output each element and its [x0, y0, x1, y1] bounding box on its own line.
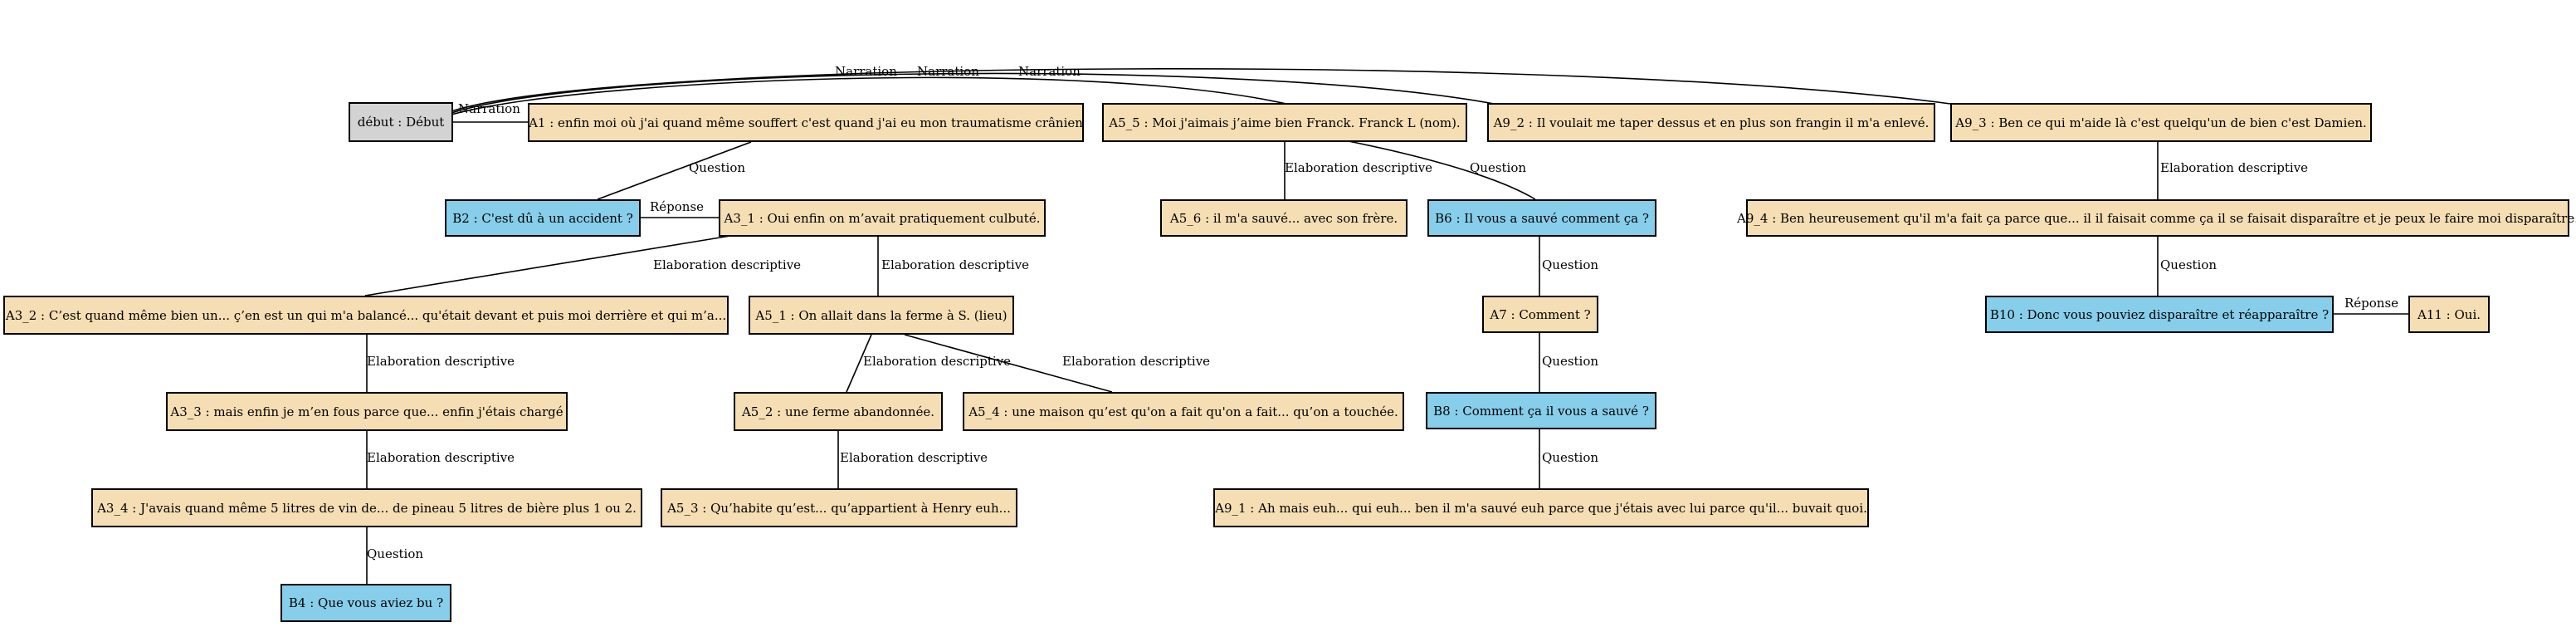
node-A3_3: A3_3 : mais enfin je m’en fous parce que… [166, 392, 568, 431]
node-A5_6: A5_6 : il m'a sauvé... avec son frère. [1160, 199, 1408, 237]
node-A5_5: A5_5 : Moi j'aimais j’aime bien Franck. … [1102, 103, 1467, 142]
node-B6: B6 : Il vous a sauvé comment ça ? [1427, 199, 1656, 237]
edge-A1-B2 [597, 141, 752, 200]
node-A9_4: A9_4 : Ben heureusement qu'il m'a fait ç… [1737, 199, 2576, 237]
node-A3_1: A3_1 : Oui enfin on m’avait pratiquement… [719, 199, 1046, 237]
node-A9_2: A9_2 : Il voulait me taper dessus et en … [1487, 103, 1935, 142]
edge-A3_1-A3_2 [364, 235, 731, 296]
node-B4: B4 : Que vous aviez bu ? [281, 584, 451, 622]
edge-label-question: Question [367, 546, 424, 561]
node-A3_4: A3_4 : J'avais quand même 5 litres de vi… [91, 488, 642, 527]
edge-label-narration: Narration [458, 101, 520, 116]
node-A7: A7 : Comment ? [1482, 296, 1598, 333]
node-A5_2: A5_2 : une ferme abandonnée. [734, 392, 943, 431]
node-A5_3: A5_3 : Qu’habite qu’est... qu’appartient… [661, 488, 1017, 527]
node-A5_4: A5_4 : une maison qu’est qu'on a fait qu… [963, 392, 1404, 431]
edge-label-elaboration: Elaboration descriptive [1062, 354, 1211, 369]
node-A3_2: A3_2 : C’est quand même bien un... ç’en … [3, 296, 729, 335]
edge-label-elaboration: Elaboration descriptive [367, 450, 515, 465]
edge-label-reponse: Réponse [2344, 296, 2399, 311]
node-A1: A1 : enfin moi où j'ai quand même souffe… [528, 103, 1084, 142]
edge-label-elaboration: Elaboration descriptive [840, 450, 988, 465]
node-B8: B8 : Comment ça il vous a sauvé ? [1426, 392, 1656, 429]
edge-label-question: Question [689, 160, 746, 175]
node-B10: B10 : Donc vous pouviez disparaître et r… [1985, 296, 2334, 333]
edge-label-elaboration: Elaboration descriptive [881, 257, 1030, 272]
edge-label-elaboration: Elaboration descriptive [1285, 160, 1433, 175]
edge-label-elaboration: Elaboration descriptive [367, 354, 515, 369]
node-A9_1: A9_1 : Ah mais euh... qui euh... ben il … [1213, 488, 1869, 527]
edge-label-question: Question [1470, 160, 1527, 175]
edge-debut-A9_3 [451, 68, 1951, 112]
node-A9_3: A9_3 : Ben ce qui m'aide là c'est quelqu… [1950, 103, 2372, 142]
edge-label-narration: Narration [917, 64, 979, 79]
edge-label-elaboration: Elaboration descriptive [2160, 160, 2309, 175]
edge-label-elaboration: Elaboration descriptive [653, 257, 802, 272]
edge-label-narration: Narration [835, 64, 897, 79]
edge-label-question: Question [1542, 450, 1599, 465]
edge-debut-A5_5 [451, 76, 1287, 115]
node-B2: B2 : C'est dû à un accident ? [445, 199, 641, 237]
edge-label-elaboration: Elaboration descriptive [863, 354, 1012, 369]
edge-debut-A9_2 [451, 72, 1495, 114]
edge-A5_1-A5_4 [904, 334, 1113, 393]
edge-A5_1-A5_2 [846, 334, 872, 393]
node-A11: A11 : Oui. [2408, 296, 2490, 333]
node-debut: début : Début [349, 102, 453, 142]
edge-label-question: Question [1542, 257, 1599, 272]
edge-label-narration: Narration [1018, 64, 1081, 79]
edge-label-reponse: Réponse [650, 199, 705, 214]
edge-A5_5-B6 [1344, 140, 1536, 200]
edge-label-question: Question [2160, 257, 2217, 272]
node-A5_1: A5_1 : On allait dans la ferme à S. (lie… [749, 296, 1014, 335]
edge-label-question: Question [1542, 354, 1599, 369]
